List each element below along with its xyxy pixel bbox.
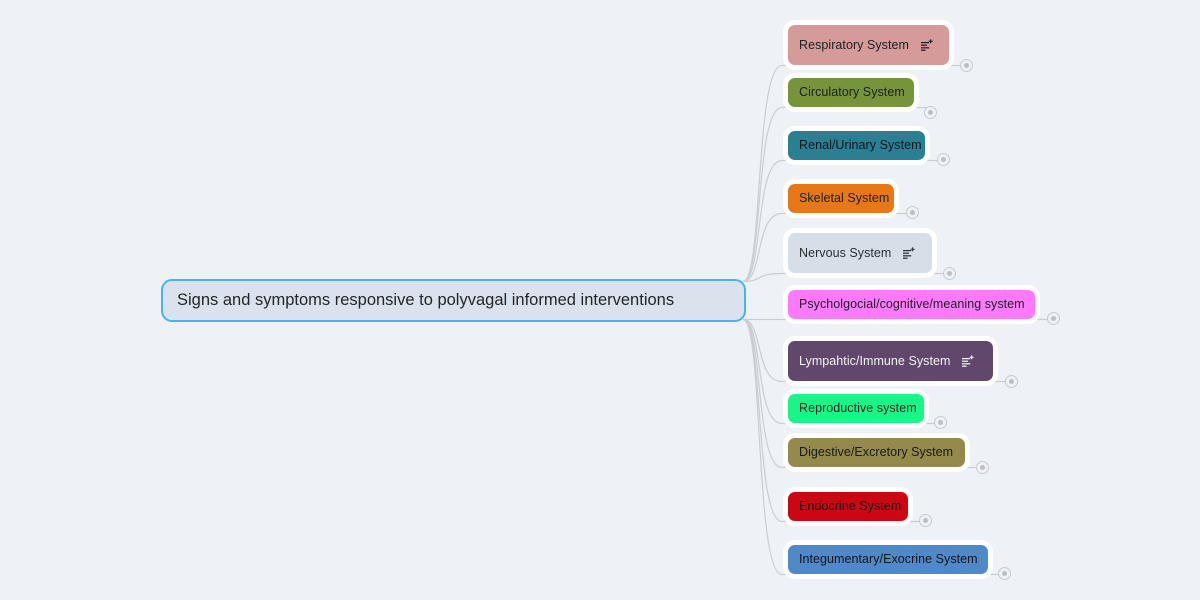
branch-node[interactable]: Renal/Urinary System (788, 131, 925, 160)
root-node[interactable]: Signs and symptoms responsive to polyvag… (161, 279, 746, 322)
collapse-handle-icon[interactable] (905, 205, 919, 219)
collapse-handle-icon[interactable] (1004, 374, 1018, 388)
branch-node[interactable]: Circulatory System (788, 78, 914, 107)
collapse-handle-icon[interactable] (1046, 311, 1060, 325)
branch-node-label: Respiratory System (799, 37, 909, 52)
note-add-icon[interactable] (920, 38, 933, 52)
branch-node[interactable]: Nervous System (788, 233, 932, 273)
branch-node-label: Psycholgocial/cognitive/meaning system (799, 297, 1025, 312)
note-add-icon[interactable] (902, 246, 916, 260)
branch-node[interactable]: Digestive/Excretory System (788, 438, 965, 467)
branch-node-label: Digestive/Excretory System (799, 445, 954, 460)
branch-node-label: Nervous System (799, 245, 892, 260)
branch-node-label: Lympahtic/Immune System (799, 353, 951, 368)
branch-edge (742, 272, 949, 283)
branch-node-label: Reproductive system (799, 401, 917, 416)
branch-node-label: Circulatory System (799, 85, 905, 100)
collapse-handle-icon[interactable] (918, 513, 932, 527)
collapse-handle-icon[interactable] (959, 58, 973, 72)
branch-node-label: Skeletal System (799, 191, 890, 206)
collapse-handle-icon[interactable] (975, 460, 989, 474)
branch-node[interactable]: Skeletal System (788, 184, 894, 213)
collapse-handle-icon[interactable] (942, 266, 956, 280)
root-node-label: Signs and symptoms responsive to polyvag… (177, 291, 675, 310)
note-add-icon[interactable] (961, 354, 975, 368)
collapse-handle-icon[interactable] (933, 415, 947, 429)
collapse-handle-icon[interactable] (936, 152, 950, 166)
branch-node[interactable]: Lympahtic/Immune System (788, 341, 993, 381)
branch-node[interactable]: Integumentary/Exocrine System (788, 545, 988, 574)
branch-node-label: Integumentary/Exocrine System (799, 552, 978, 567)
branch-node[interactable]: Reproductive system (788, 394, 924, 423)
note-add-icon-wrapper[interactable] (961, 354, 975, 368)
collapse-handle-icon[interactable] (997, 566, 1011, 580)
branch-node[interactable]: Psycholgocial/cognitive/meaning system (788, 290, 1035, 319)
branch-node[interactable]: Respiratory System (788, 25, 949, 65)
branch-node-label: Renal/Urinary System (799, 138, 922, 153)
note-add-icon-wrapper[interactable] (920, 38, 933, 52)
note-add-icon-wrapper[interactable] (902, 246, 916, 260)
branch-node[interactable]: Endocrine System (788, 492, 908, 521)
collapse-handle-icon[interactable] (923, 105, 937, 119)
branch-node-label: Endocrine System (799, 499, 902, 514)
